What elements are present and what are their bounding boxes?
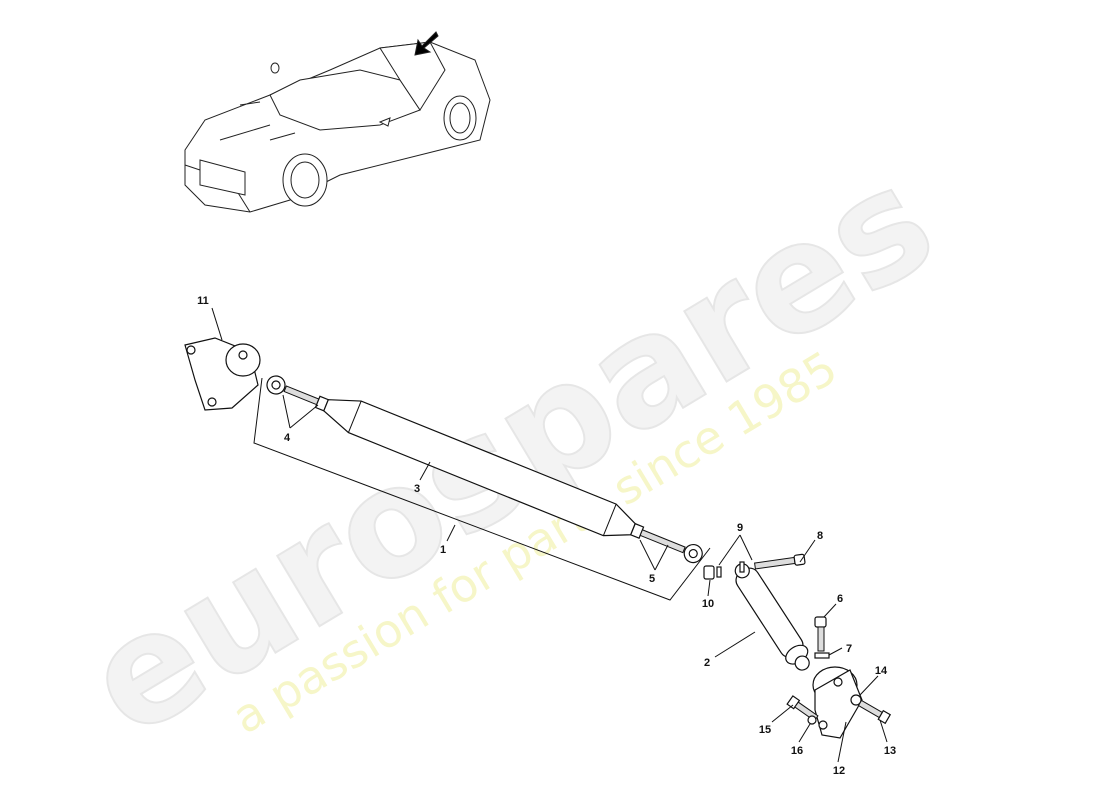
- part-12-bracket: [812, 666, 863, 739]
- part-9-washer: [716, 566, 722, 578]
- callout-9: 9: [737, 522, 743, 534]
- part-6-bolt: [814, 616, 827, 652]
- callout-1: 1: [440, 544, 446, 556]
- part-9-washer: [739, 561, 745, 573]
- callout-11: 11: [197, 295, 209, 307]
- callout-4: 4: [284, 432, 291, 444]
- part-11-mount-bracket: [184, 337, 261, 411]
- callout-16: 16: [791, 745, 803, 757]
- callout-8: 8: [817, 530, 823, 542]
- part-1-strut-assembly: [266, 375, 703, 564]
- callout-7: 7: [846, 643, 852, 655]
- part-7-washer: [814, 652, 830, 659]
- callout-5: 5: [649, 573, 655, 585]
- car-locator-image: [184, 31, 491, 213]
- callout-6: 6: [837, 593, 843, 605]
- callout-10: 10: [702, 598, 714, 610]
- callout-12: 12: [833, 765, 845, 777]
- callout-14: 14: [875, 665, 888, 677]
- callout-3: 3: [414, 483, 420, 495]
- part-13-bolt: [857, 699, 892, 725]
- part-16-washer: [807, 715, 817, 725]
- callout-labels: 1 2 3 4 5 6 7 8 9 10 11 12 13 14 15 16: [197, 295, 896, 777]
- leader-lines: [211, 307, 888, 763]
- part-2-damper: [734, 563, 810, 671]
- callout-2: 2: [704, 657, 710, 669]
- part-8-bolt: [754, 553, 806, 570]
- callout-15: 15: [759, 724, 771, 736]
- part-14-washer: [850, 694, 862, 706]
- part-10-nut: [703, 565, 715, 580]
- callout-13: 13: [884, 745, 896, 757]
